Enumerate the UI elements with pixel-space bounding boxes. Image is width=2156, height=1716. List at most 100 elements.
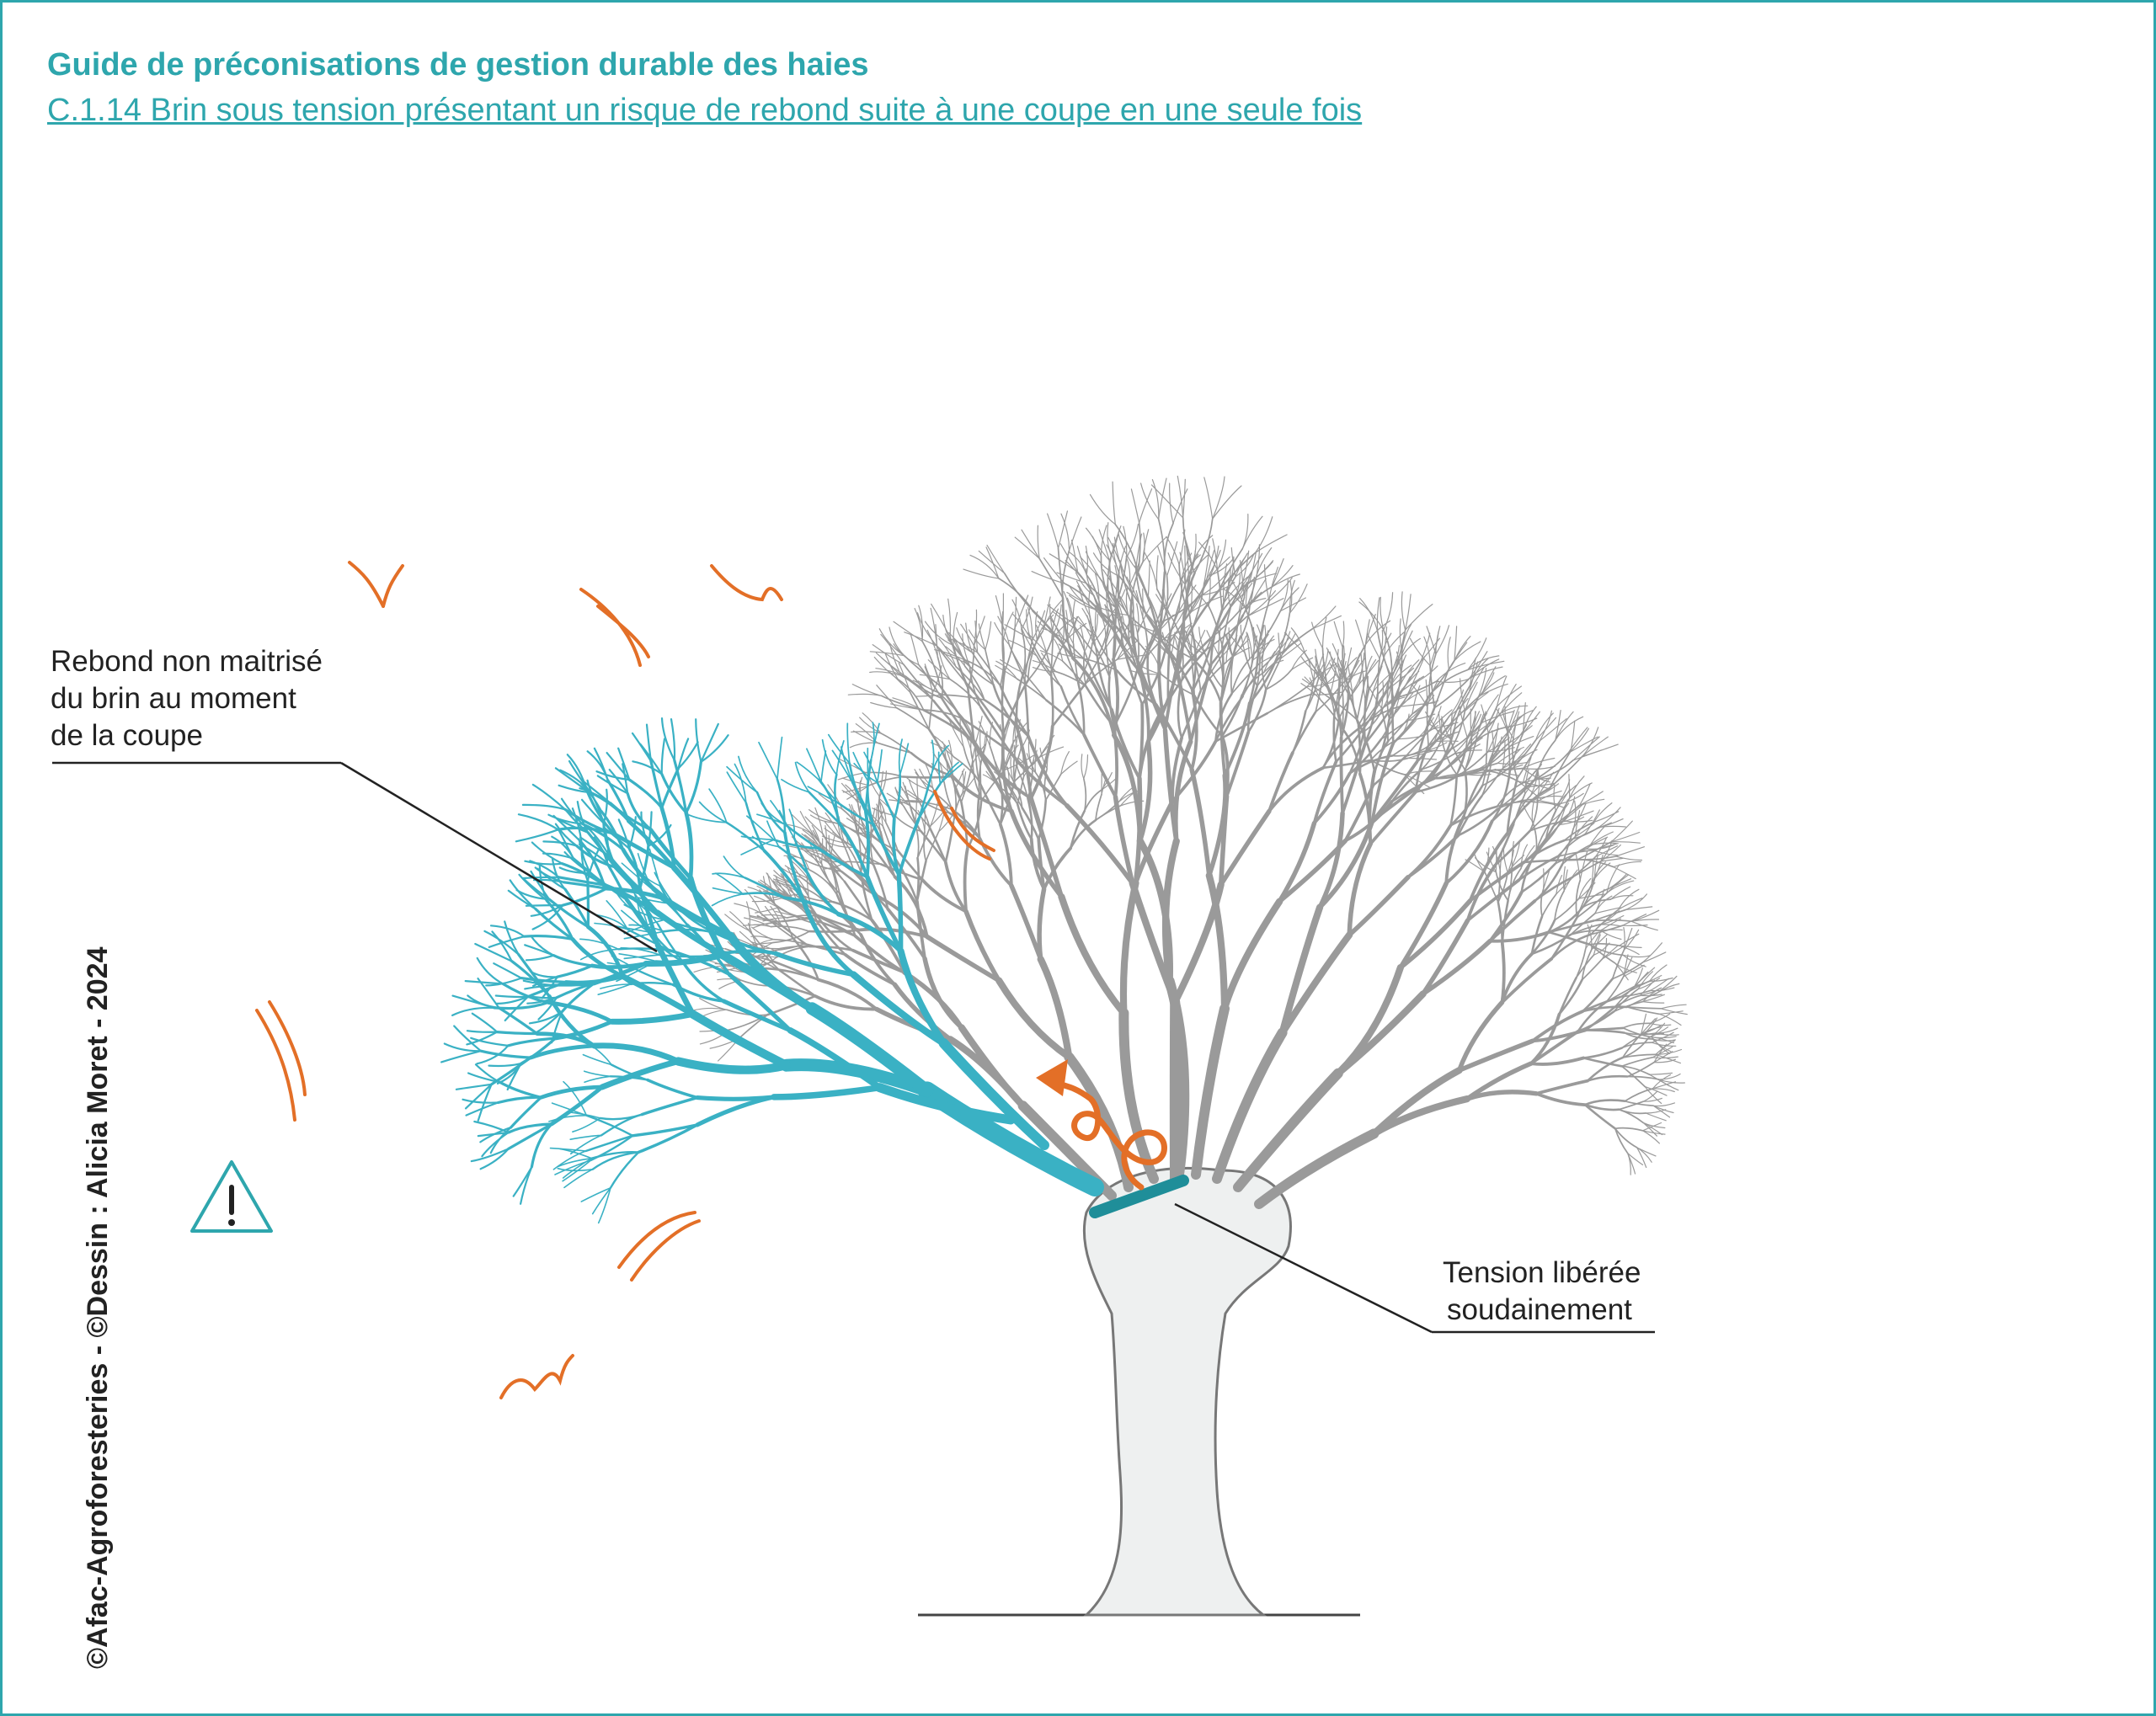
branch-segment	[1438, 711, 1443, 740]
branch-segment	[1113, 536, 1121, 565]
branch-segment	[1223, 701, 1251, 777]
branch-segment	[1414, 744, 1430, 793]
branch-segment	[495, 1031, 539, 1036]
branch-segment	[479, 1049, 532, 1059]
branch-segment	[1577, 1000, 1608, 1033]
branch-segment	[1554, 836, 1577, 865]
branch-segment	[771, 1084, 883, 1100]
branch-segment	[959, 717, 964, 748]
branch-segment	[1205, 871, 1229, 1012]
branch-segment	[695, 718, 702, 763]
branch-segment	[1614, 994, 1641, 1008]
branch-segment	[879, 801, 887, 823]
branch-segment	[1133, 798, 1176, 886]
branch-segment	[1118, 575, 1147, 616]
branch-segment	[1653, 1051, 1673, 1063]
branch-segment	[1265, 669, 1293, 690]
branch-segment	[1614, 855, 1643, 861]
page-subtitle[interactable]: C.1.14 Brin sous tension présentant un r…	[47, 93, 1363, 128]
branch-segment	[1081, 754, 1085, 780]
branch-segment	[1509, 725, 1533, 743]
branch-segment	[600, 1113, 643, 1137]
branch-segment	[674, 1057, 791, 1074]
branch-segment	[1012, 614, 1032, 640]
branch-segment	[558, 866, 592, 875]
branch-segment	[646, 1078, 699, 1100]
branch-segment	[1184, 553, 1210, 585]
branch-segment	[1550, 933, 1593, 961]
branch-segment	[1570, 930, 1602, 935]
branch-segment	[772, 960, 819, 981]
branch-segment	[1563, 869, 1568, 892]
branch-segment	[817, 914, 857, 938]
branch-segment	[561, 982, 595, 1013]
branch-segment	[963, 568, 1000, 579]
branch-segment	[1223, 576, 1249, 604]
branch-segment	[1502, 711, 1514, 739]
branch-segment	[520, 1165, 533, 1205]
branch-segment	[1002, 679, 1030, 735]
branch-segment	[670, 865, 734, 940]
branch-segment	[1637, 978, 1661, 990]
branch-segment	[546, 1000, 614, 1024]
branch-segment	[1613, 1000, 1644, 1013]
branch-segment	[865, 874, 904, 954]
branch-segment	[786, 823, 815, 837]
branch-segment	[930, 607, 938, 647]
branch-segment	[1227, 577, 1231, 608]
branch-segment	[1642, 1122, 1657, 1137]
branch-segment	[609, 1011, 696, 1025]
branch-segment	[1481, 704, 1489, 734]
branch-segment	[558, 784, 592, 794]
branch-segment	[875, 1083, 1016, 1125]
branch-segment	[554, 1159, 592, 1175]
branch-segment	[948, 739, 953, 767]
branch-segment	[949, 720, 964, 748]
branch-segment	[688, 1010, 791, 1070]
branch-segment	[937, 751, 942, 785]
branch-segment	[470, 1148, 510, 1163]
branch-segment	[1095, 793, 1102, 821]
branch-segment	[1652, 1105, 1671, 1118]
branch-segment	[1518, 855, 1559, 882]
branch-segment	[1622, 954, 1651, 958]
branch-segment	[1625, 893, 1647, 910]
branch-segment	[548, 1114, 588, 1122]
branch-segment	[1415, 706, 1436, 764]
branch-segment	[595, 914, 629, 930]
branch-segment	[1468, 831, 1509, 903]
branch-segment	[611, 955, 638, 972]
branch-segment	[1531, 797, 1535, 822]
branch-segment	[1291, 657, 1314, 670]
branch-segment	[823, 861, 848, 870]
branch-segment	[684, 810, 694, 881]
branch-segment	[740, 839, 775, 855]
branch-segment	[1591, 929, 1603, 951]
branch-segment	[1278, 931, 1353, 1037]
branch-segment	[878, 796, 883, 827]
branch-segment	[937, 656, 944, 700]
branch-segment	[1522, 756, 1532, 784]
branch-segment	[1014, 536, 1040, 559]
branch-segment	[1098, 529, 1110, 562]
annotation-tension-line1: Tension libérée	[1443, 1256, 1641, 1289]
branch-segment	[1642, 994, 1665, 1003]
branch-segment	[1570, 912, 1596, 935]
branch-segment	[1112, 481, 1116, 525]
branch-segment	[892, 817, 901, 877]
branch-segment	[934, 649, 966, 661]
branch-segment	[581, 823, 625, 851]
branch-segment	[1367, 685, 1391, 722]
branch-segment	[695, 1095, 776, 1101]
branch-segment	[1134, 568, 1147, 616]
branch-segment	[1242, 586, 1273, 616]
branch-segment	[903, 654, 941, 687]
branch-segment	[835, 912, 904, 954]
branch-segment	[654, 909, 726, 958]
branch-segment	[617, 818, 631, 850]
branch-segment	[1014, 714, 1017, 746]
branch-segment	[1500, 957, 1553, 1005]
branch-segment	[521, 803, 567, 811]
branch-segment	[841, 782, 859, 804]
branch-segment	[1561, 844, 1592, 866]
